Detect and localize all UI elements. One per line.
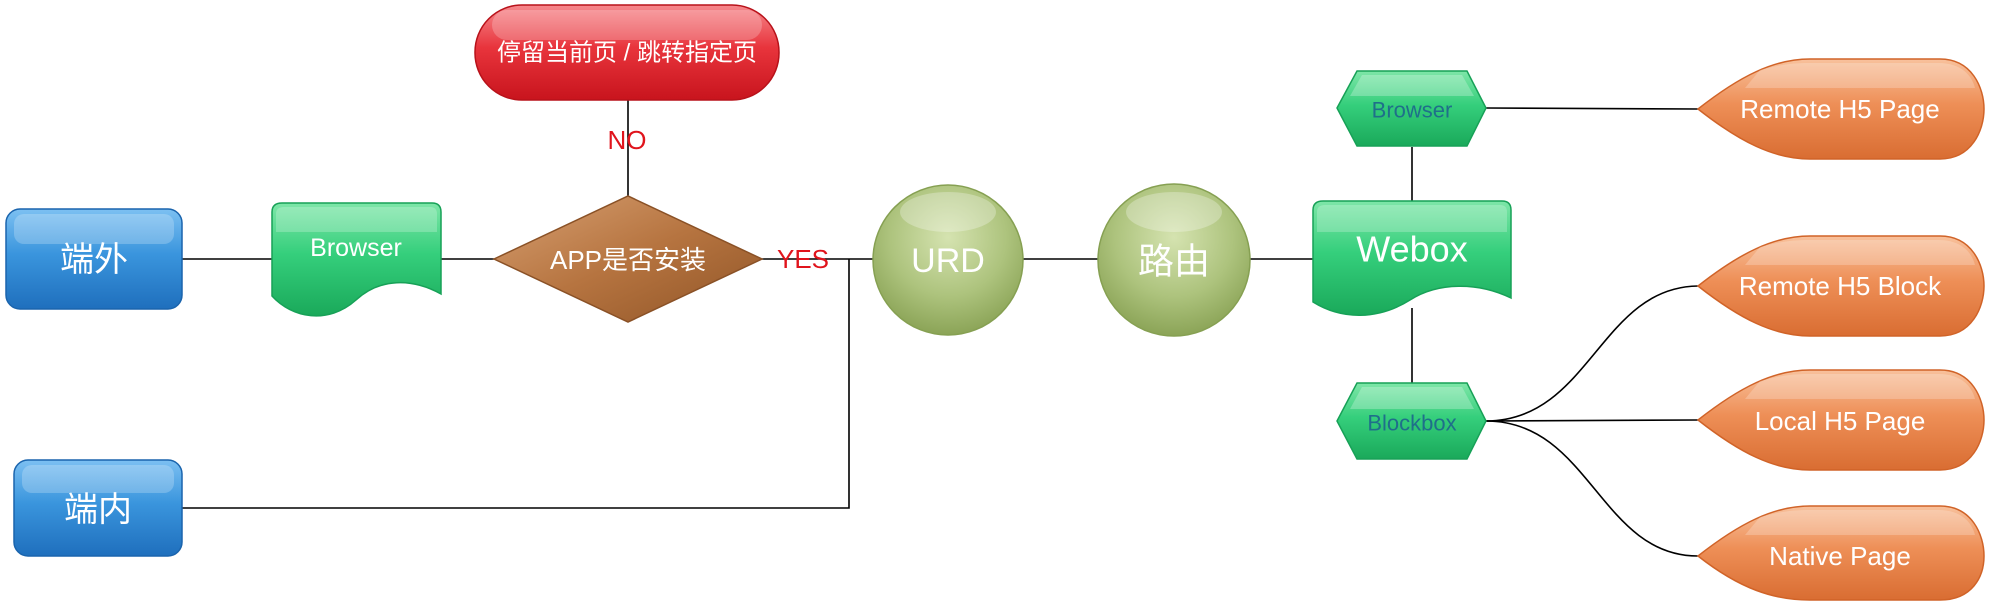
edge-label-yes: YES	[777, 244, 829, 274]
node-browser-left-label: Browser	[310, 234, 402, 262]
node-browser-right-label: Browser	[1372, 98, 1453, 123]
node-app-installed-decision: APP是否安装	[492, 195, 764, 323]
node-router: 路由	[1097, 183, 1251, 337]
node-remote-h5-page-label: Remote H5 Page	[1740, 94, 1939, 124]
node-internal-label: 端内	[64, 491, 132, 529]
edge-blockbox-remote-block	[1485, 285, 1699, 422]
node-internal: 端内	[13, 459, 183, 557]
node-app-installed-label: APP是否安装	[550, 245, 706, 275]
node-blockbox: Blockbox	[1336, 382, 1487, 460]
node-webox-label: Webox	[1356, 229, 1467, 270]
edge-internal-urd	[182, 259, 850, 509]
edge-blockbox-native-page	[1485, 420, 1699, 557]
edge-blockbox-local-page	[1485, 419, 1699, 422]
node-webox: Webox	[1312, 200, 1512, 316]
node-browser-right: Browser	[1336, 70, 1487, 147]
node-remote-h5-page: Remote H5 Page	[1696, 58, 1985, 160]
node-urd: URD	[872, 184, 1024, 336]
node-remote-h5-block: Remote H5 Block	[1696, 235, 1985, 337]
node-external-label: 端外	[60, 241, 128, 279]
node-stay-or-jump-label: 停留当前页 / 跳转指定页	[497, 40, 757, 67]
node-local-h5-page-label: Local H5 Page	[1755, 406, 1926, 436]
edge-browser-remote-page	[1485, 107, 1699, 110]
node-native-page: Native Page	[1696, 505, 1985, 601]
node-stay-or-jump: 停留当前页 / 跳转指定页	[474, 4, 780, 101]
node-local-h5-page: Local H5 Page	[1696, 369, 1985, 471]
node-browser-left: Browser	[271, 202, 442, 317]
node-blockbox-label: Blockbox	[1367, 411, 1456, 436]
node-urd-label: URD	[911, 242, 985, 280]
node-native-page-label: Native Page	[1769, 541, 1911, 571]
node-router-label: 路由	[1138, 241, 1210, 282]
edge-label-no: NO	[608, 125, 647, 155]
node-external: 端外	[5, 208, 183, 310]
node-remote-h5-block-label: Remote H5 Block	[1739, 271, 1942, 301]
